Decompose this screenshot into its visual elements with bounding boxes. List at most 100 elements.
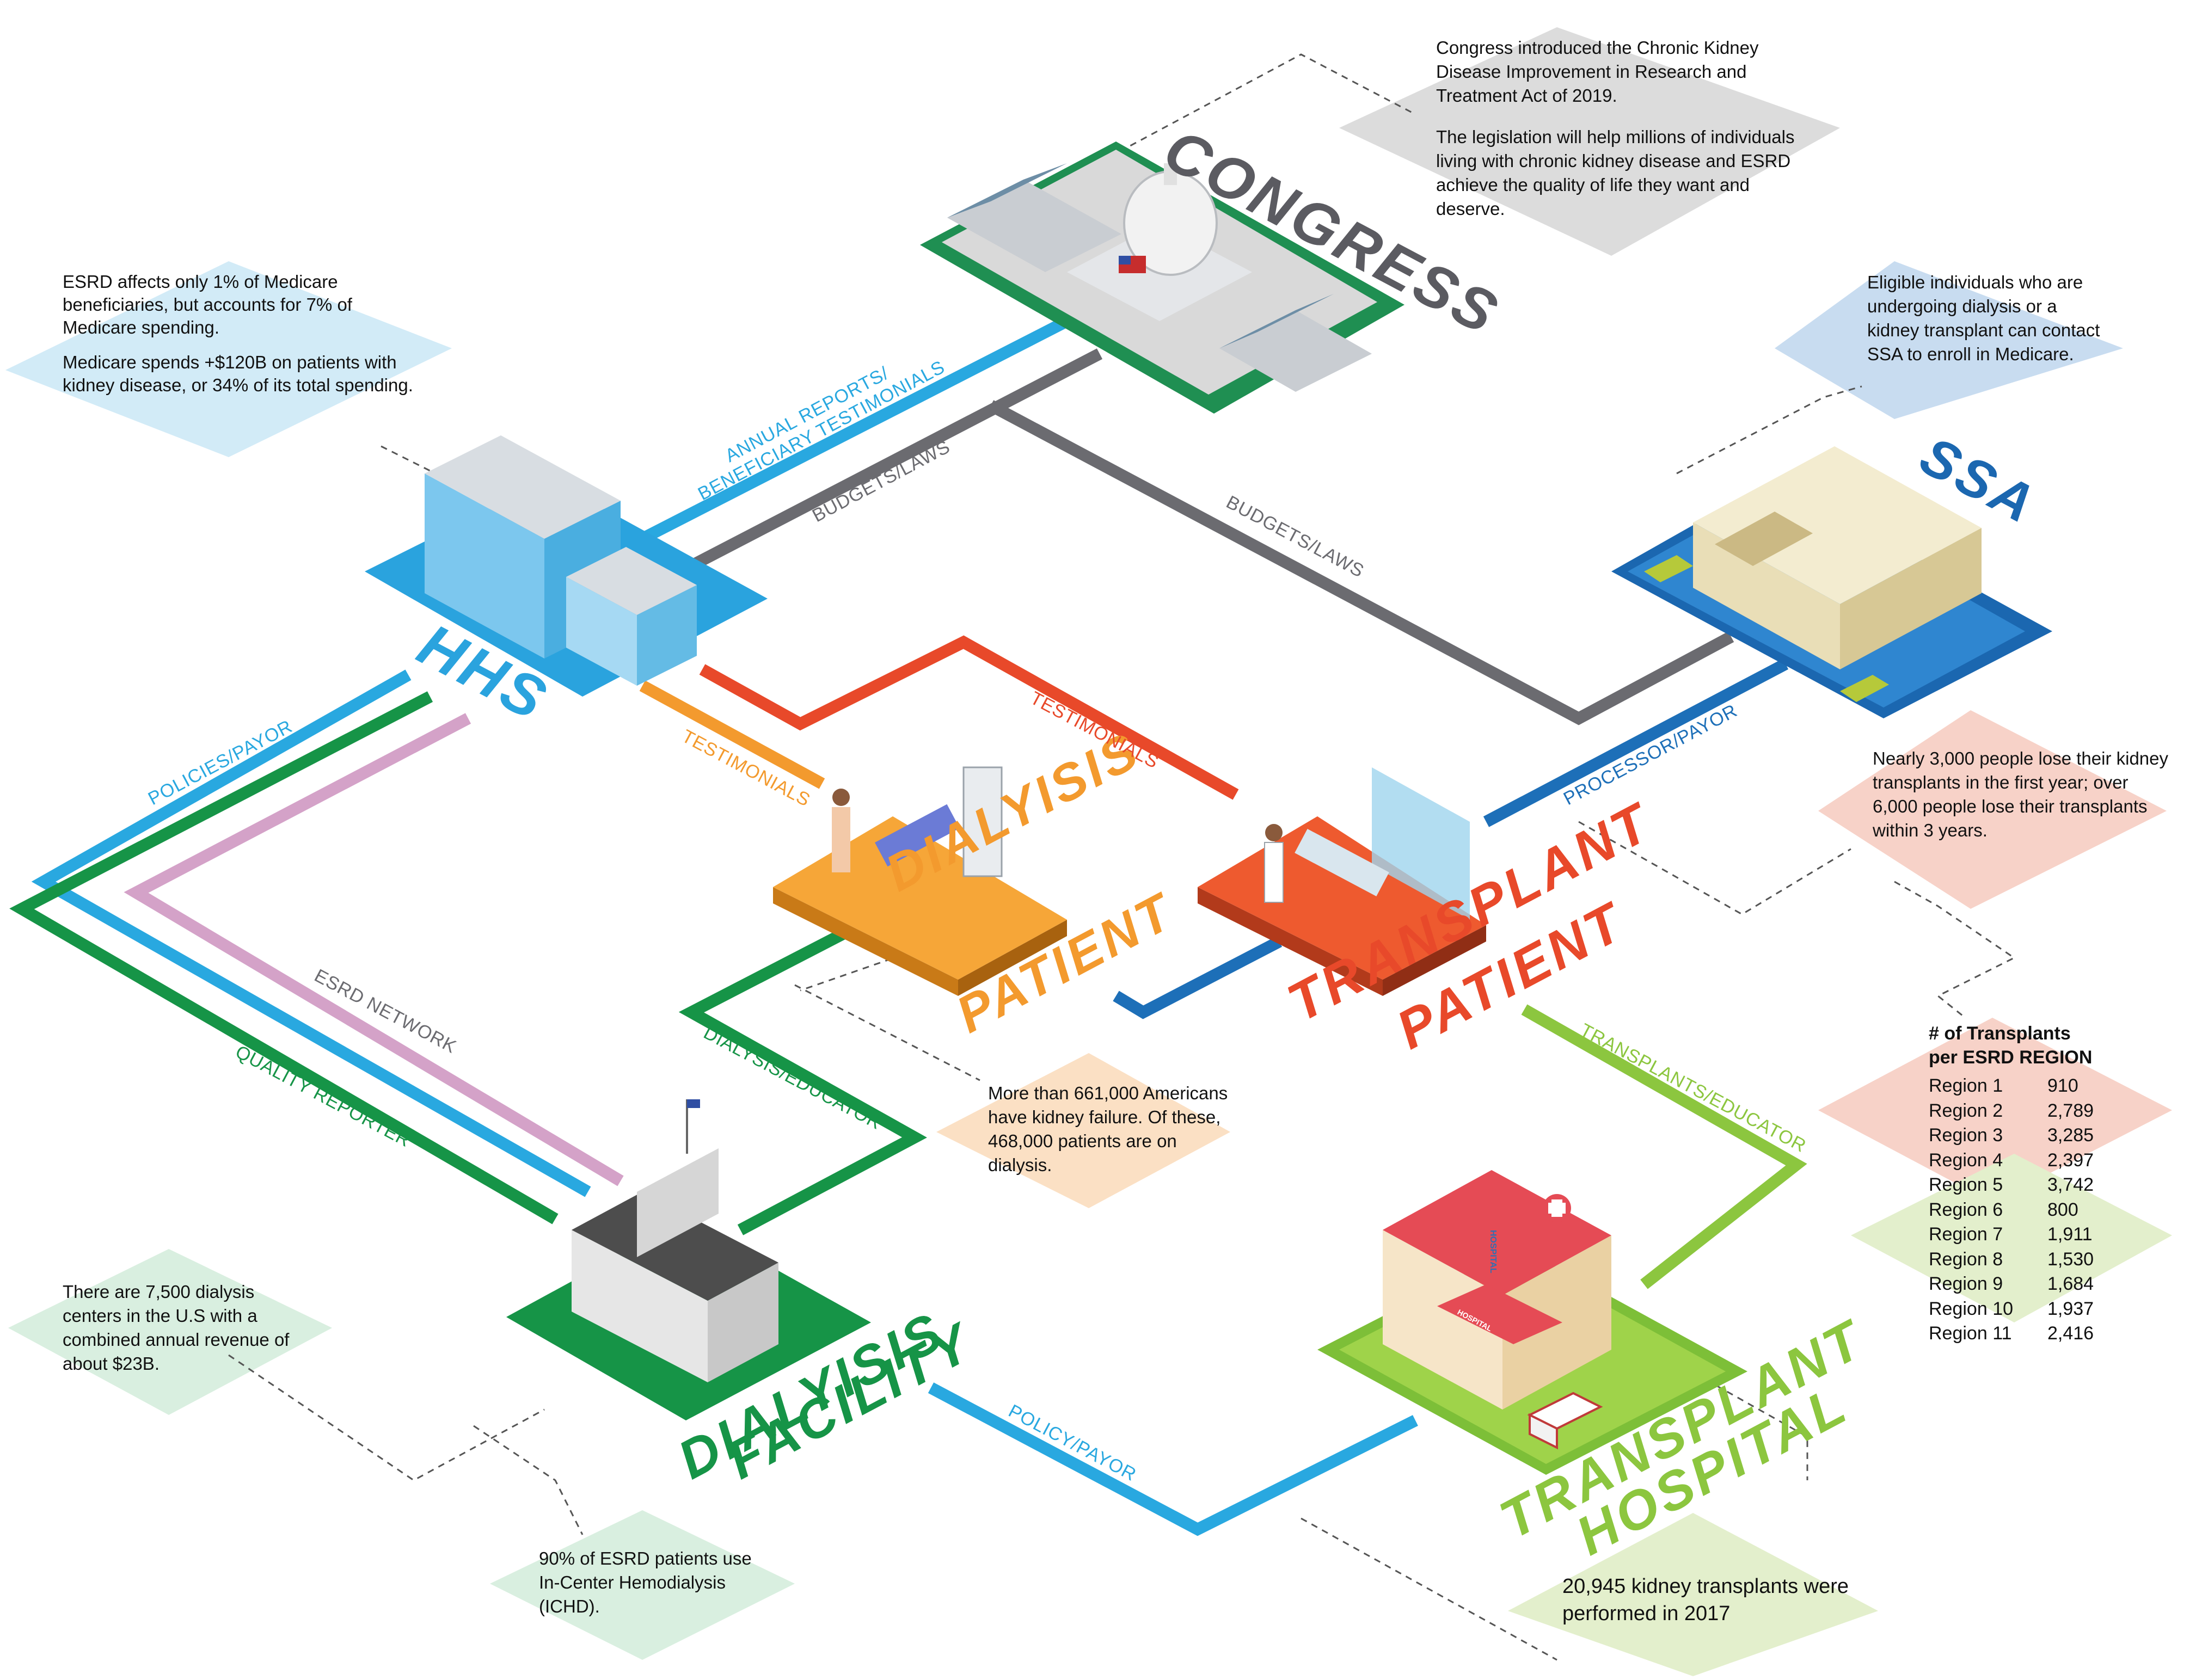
region-table-header-line1: # of Transplants xyxy=(1929,1023,2071,1044)
flow-label-policies-payor: POLICIES/PAYOR xyxy=(145,716,296,809)
hhs-note-p2: Medicare spends +$120B on patients with … xyxy=(63,352,413,395)
dialysis-patient-note-p: More than 661,000 Americans have kidney … xyxy=(988,1083,1228,1175)
region-count: 3,285 xyxy=(2047,1125,2094,1146)
transplants-2017-note: 20,945 kidney transplants were performed… xyxy=(1562,1573,1867,1645)
region-count: 3,742 xyxy=(2047,1174,2094,1195)
hhs-tower-top xyxy=(425,435,621,539)
flag-canton xyxy=(1119,256,1131,264)
transplant-room-floor-side xyxy=(1198,887,1383,996)
hhs-building xyxy=(365,435,768,697)
centers-note-bg xyxy=(8,1249,332,1415)
region-count: 2,789 xyxy=(2047,1100,2094,1121)
flow-label-budgets-hhs: BUDGETS/LAWS xyxy=(809,436,954,526)
hhs-annex-top xyxy=(566,547,697,615)
region-count: 2,397 xyxy=(2047,1149,2094,1171)
flag-icon xyxy=(687,1099,700,1108)
flow-processor-line xyxy=(1483,659,1789,827)
flow-annual-reports-line xyxy=(628,316,1070,550)
leader-transplant-hosp xyxy=(1578,821,1851,915)
ssa-hedge-left xyxy=(1644,555,1693,582)
table-row: Region 2 2,789 xyxy=(1929,1099,2136,1124)
region-name: Region 6 xyxy=(1929,1199,2003,1220)
surgeon-figure-head xyxy=(1265,824,1283,841)
flow-testimonials-transplant-line xyxy=(699,635,1239,800)
flow-policies-payor-line xyxy=(31,669,591,1197)
ssa-front xyxy=(1693,522,1840,669)
callout-backgrounds xyxy=(5,27,2172,1676)
region-note-bg-top xyxy=(1818,1018,2172,1203)
dialysis-patient-note: More than 661,000 Americans have kidney … xyxy=(988,1081,1244,1195)
flow-transplant-to-dialysis-line xyxy=(1113,936,1283,1019)
region-name: Region 2 xyxy=(1929,1100,2003,1121)
transplants-2017-note-p: 20,945 kidney transplants were performed… xyxy=(1562,1575,1849,1625)
dialysis-bed xyxy=(875,804,960,867)
flow-testimonials-dialysis-line xyxy=(639,680,825,789)
table-row: Region 1 910 xyxy=(1929,1074,2136,1099)
region-name: Region 10 xyxy=(1929,1298,2014,1319)
leader-lines xyxy=(228,53,2016,1661)
region-name: Region 8 xyxy=(1929,1248,2003,1270)
ichd-note-bg xyxy=(490,1510,795,1660)
congress-dome-lantern xyxy=(1164,163,1177,185)
loss-note-bg xyxy=(1818,710,2167,909)
hhs-note-bg xyxy=(5,261,452,457)
transplant-room-glass xyxy=(1372,767,1470,920)
leader-dialysis-patient xyxy=(794,984,980,1081)
region-table-header: # of Transplants per ESRD REGION xyxy=(1929,1021,2136,1069)
leader-ssa xyxy=(1676,385,1862,475)
region-name: Region 4 xyxy=(1929,1149,2003,1171)
leader-dialysis-patient-2 xyxy=(800,946,926,992)
region-count: 1,684 xyxy=(2047,1273,2094,1294)
ssa-side xyxy=(1840,528,1982,669)
region-count: 800 xyxy=(2047,1199,2078,1220)
congress-wing-left xyxy=(947,180,1121,272)
transplant-loss-note: Nearly 3,000 people lose their kidney tr… xyxy=(1873,747,2175,860)
flow-dialysis-educator-line xyxy=(678,925,927,1235)
flow-esrd-network-line xyxy=(124,713,624,1186)
ssa-roof xyxy=(1693,446,1982,604)
leader-transplant-loss xyxy=(1894,881,2016,1019)
ambulance-icon xyxy=(1527,1392,1603,1450)
region-name: Region 1 xyxy=(1929,1075,2003,1096)
surgeon-figure-body xyxy=(1264,842,1284,903)
ssa-note: Eligible individuals who are undergoing … xyxy=(1867,270,2101,384)
flow-label-transplants-educator: TRANSPLANTS/EDUCATOR xyxy=(1577,1020,1810,1157)
region-name: Region 11 xyxy=(1929,1323,2012,1344)
region-count: 910 xyxy=(2047,1075,2078,1096)
hhs-tower-front xyxy=(425,473,544,659)
leader-centers xyxy=(228,1354,545,1481)
dialysis-patient-room xyxy=(773,766,1067,996)
hhs-note: ESRD affects only 1% of Medicare benefic… xyxy=(63,270,427,414)
leader-2017-b xyxy=(1633,1338,1808,1480)
region-count: 1,911 xyxy=(2047,1224,2093,1245)
nurse-figure-body xyxy=(832,807,850,872)
hospital-front xyxy=(1383,1230,1502,1410)
ssa-portico xyxy=(1715,512,1813,566)
hospital-canopy xyxy=(1437,1284,1562,1344)
centers-note: There are 7,500 dialysis centers in the … xyxy=(63,1280,313,1393)
dialysis-facility-building xyxy=(506,1099,871,1420)
region-name: Region 9 xyxy=(1929,1273,2003,1294)
congress-note-bg xyxy=(1339,27,1840,256)
transplant-hospital-building: HOSPITAL HOSPITAL xyxy=(1317,1170,1747,1475)
table-row: Region 8 1,530 xyxy=(1929,1247,2136,1272)
table-row: Region 9 1,684 xyxy=(1929,1272,2136,1297)
transplant-room-floor-front xyxy=(1383,925,1486,996)
flow-budgets-ssa-line xyxy=(987,400,1734,725)
ichd-note: 90% of ESRD patients use In-Center Hemod… xyxy=(539,1547,762,1636)
flow-label-annual-reports-2: BENEFICIARY TESTIMONIALS xyxy=(695,356,948,504)
cross-icon xyxy=(1543,1194,1571,1222)
centers-note-p: There are 7,500 dialysis centers in the … xyxy=(63,1282,290,1374)
nurse-figure-head xyxy=(832,789,850,806)
transplant-loss-note-p: Nearly 3,000 people lose their kidney tr… xyxy=(1873,748,2169,840)
congress-note-p1: Congress introduced the Chronic Kidney D… xyxy=(1436,38,1759,106)
hhs-annex-side xyxy=(637,585,697,686)
region-count: 1,530 xyxy=(2047,1248,2094,1270)
flow-transplants-educator-line xyxy=(1521,1004,1807,1289)
flow-quality-reporter-line xyxy=(9,691,559,1224)
